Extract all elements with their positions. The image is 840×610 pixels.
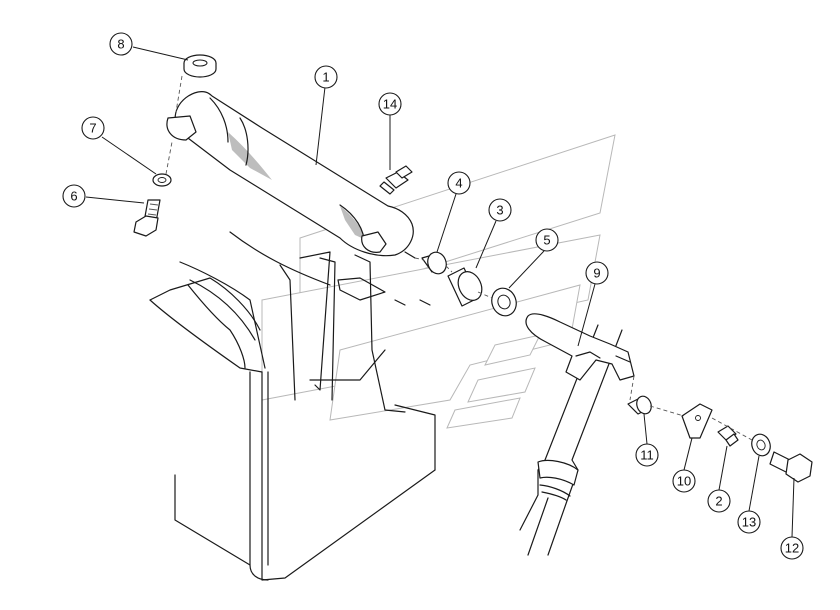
callout-9: 9 (585, 261, 609, 285)
part-9-bracket (525, 313, 635, 381)
part-5-washer (491, 287, 517, 317)
part-7-lock-washer (152, 173, 172, 187)
steering-column (519, 324, 623, 556)
part-14-grease-nipple (379, 165, 413, 195)
callout-11-label: 11 (640, 448, 654, 463)
callout-7-label: 7 (89, 121, 96, 136)
part-12-bolt (769, 451, 813, 483)
callout-8-label: 8 (117, 37, 124, 52)
callout-10: 10 (672, 469, 696, 493)
callout-2-label: 2 (715, 494, 722, 509)
part-13-washer (751, 433, 771, 457)
callout-6: 6 (62, 184, 86, 208)
callout-9-label: 9 (593, 266, 600, 281)
callout-10-label: 10 (677, 474, 691, 489)
callout-5: 5 (535, 228, 559, 252)
callout-4-label: 4 (455, 176, 462, 191)
callout-11: 11 (635, 443, 659, 467)
callout-3-label: 3 (496, 203, 503, 218)
part-lever (166, 91, 416, 259)
callout-2: 2 (707, 489, 731, 513)
callout-bubbles: 1 2 3 4 5 6 7 8 9 10 11 12 13 14 (62, 32, 804, 560)
callout-4: 4 (447, 171, 471, 195)
callout-1: 1 (314, 65, 338, 89)
part-10-plate (681, 403, 713, 439)
watermark-logo (261, 134, 616, 429)
callout-13: 13 (737, 510, 761, 534)
callout-1-label: 1 (322, 70, 329, 85)
leader-lines (85, 46, 795, 538)
part-11-bushing (627, 395, 652, 415)
part-8-bushing (183, 54, 217, 78)
part-3-bushing (447, 267, 483, 307)
callout-14-label: 14 (383, 97, 397, 112)
part-4-bushing (421, 251, 447, 275)
callout-5-label: 5 (543, 233, 550, 248)
part-2-grease-nipple (717, 425, 739, 447)
callout-8: 8 (109, 32, 133, 56)
part-6-bolt (133, 199, 161, 237)
callout-12: 12 (780, 536, 804, 560)
callout-12-label: 12 (785, 541, 799, 556)
machine-body (149, 231, 436, 581)
callout-7: 7 (81, 116, 105, 140)
callout-3: 3 (488, 198, 512, 222)
callout-14: 14 (378, 92, 402, 116)
callout-6-label: 6 (70, 189, 77, 204)
callout-13-label: 13 (742, 515, 756, 530)
assembly-lines (165, 75, 753, 441)
